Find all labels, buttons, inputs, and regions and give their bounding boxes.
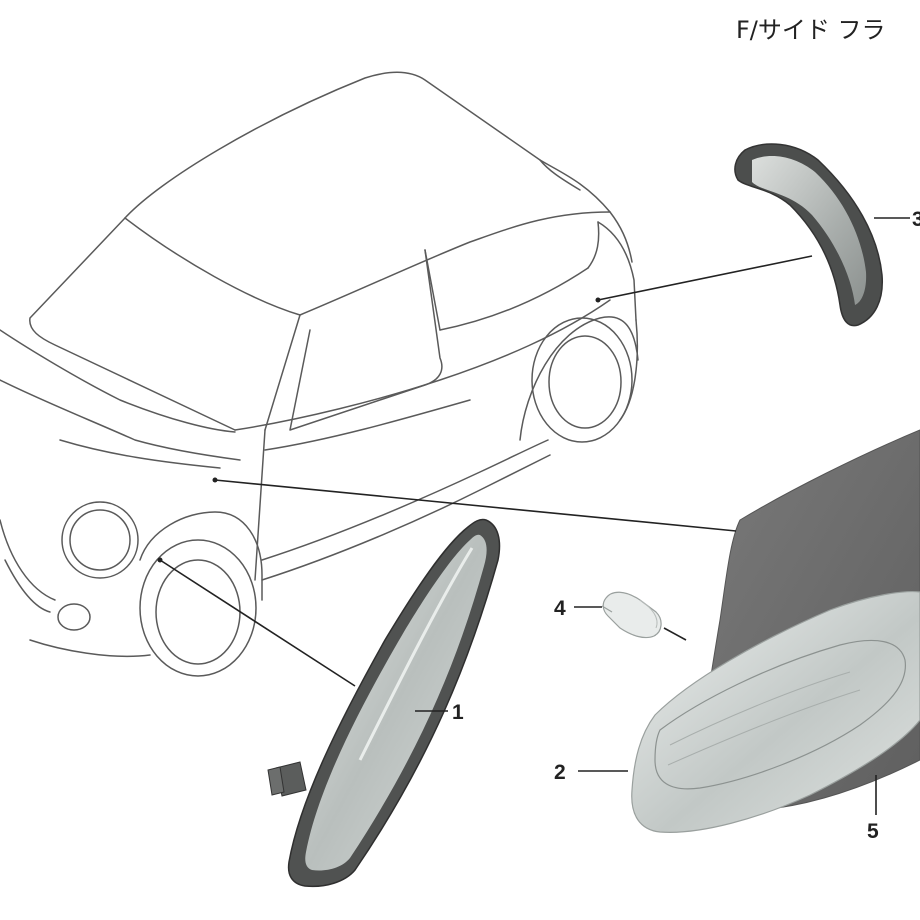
callout-4: 4 xyxy=(554,597,566,620)
leader-line-panel-car xyxy=(214,479,737,532)
callout-2: 2 xyxy=(554,761,566,784)
leader-line-4b xyxy=(663,627,687,641)
leader-line-3-car xyxy=(597,255,813,301)
callout-3: 3 xyxy=(912,208,920,231)
leader-line-1-car xyxy=(159,559,356,687)
part-2-indicator-lens xyxy=(631,591,920,833)
callout-1: 1 xyxy=(452,701,464,724)
callout-labels: 1 2 3 4 5 xyxy=(452,208,920,843)
car-outline xyxy=(0,71,639,677)
part-3-rear-side-marker xyxy=(734,143,883,327)
diagram-title: F/サイド フラ xyxy=(736,16,886,44)
part-4-bulb xyxy=(601,591,662,639)
callout-5: 5 xyxy=(867,820,879,843)
part-1-front-side-marker xyxy=(267,518,501,888)
leader-lines xyxy=(159,217,910,815)
